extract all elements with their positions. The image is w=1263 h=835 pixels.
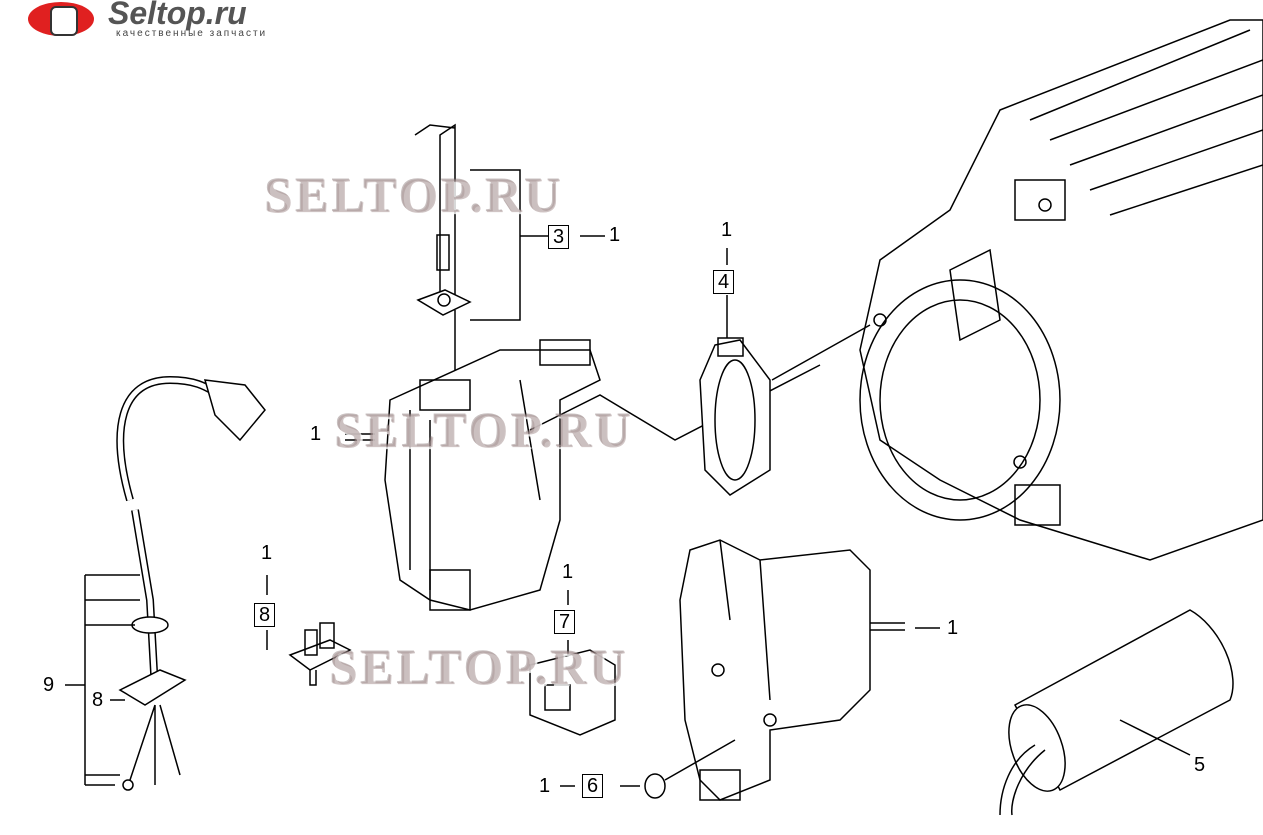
logo-tagline: качественные запчасти [116,28,268,39]
ring-part-4 [699,337,771,496]
callout-4-qty: 1 [721,219,733,241]
capacitor-part-5 [999,609,1234,816]
callout-8-terminal: 8 [254,603,276,627]
shaft-part [414,123,472,316]
end-cover [679,539,871,801]
callout-5: 5 [1194,754,1206,776]
callout-7: 7 [554,610,576,634]
logo-name: Seltop.ru [108,0,247,31]
brush-holder [384,339,601,611]
callout-8-qty: 1 [261,542,273,564]
seltop-logo: Seltop.ru качественные запчасти [20,0,330,40]
callout-8-cable: 8 [92,689,104,711]
callout-1-holder: 1 [310,423,322,445]
watermark: SELTOP.RU [330,639,629,695]
nut-part-6 [644,773,666,799]
callout-1-cover: 1 [947,617,959,639]
callout-6-qty: 1 [539,775,551,797]
callout-7-qty: 1 [562,561,574,583]
switch-part-7 [529,649,616,736]
terminal-part-8 [288,622,352,686]
callout-4: 4 [713,270,735,294]
power-cable-9 [116,375,266,791]
watermark: SELTOP.RU [265,167,564,223]
callout-9: 9 [43,674,55,696]
bracket-3 [470,169,548,321]
watermark: SELTOP.RU [335,402,634,458]
fist-icon [50,6,78,36]
callout-3-qty: 1 [609,224,621,246]
callout-3: 3 [548,225,570,249]
callout-6: 6 [582,774,604,798]
motor-housing [859,19,1263,561]
